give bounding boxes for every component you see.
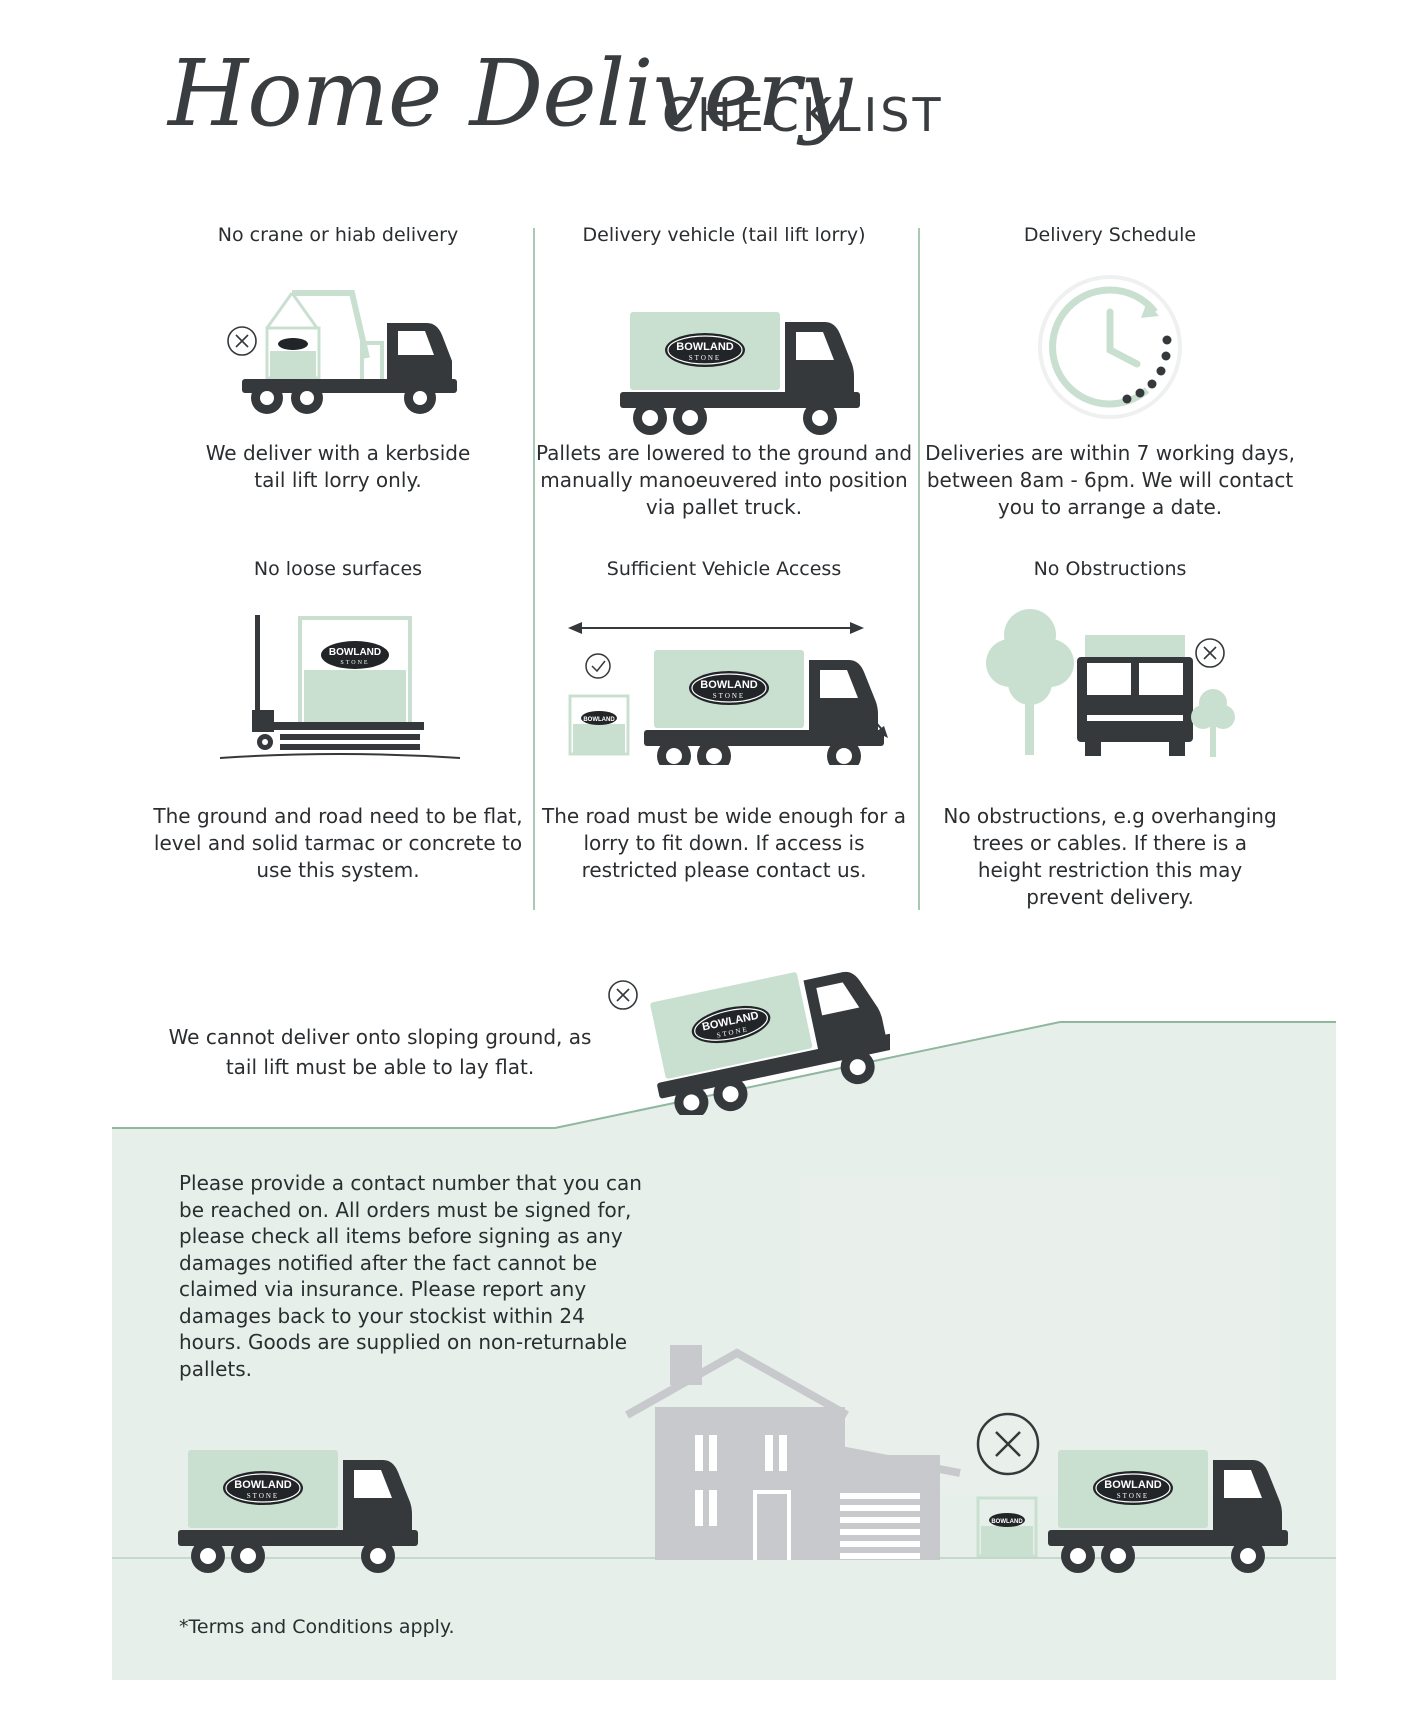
tail-lift-lorry-icon (620, 312, 860, 436)
column-divider (918, 228, 920, 910)
text-delivery-vehicle: Pallets are lowered to the ground and ma… (535, 441, 913, 519)
text-vehicle-access: The road must be wide enough for a lorry… (541, 804, 907, 882)
page-title-script: Home Delivery (168, 40, 852, 147)
contact-info-text: Please provide a contact number that you… (179, 1171, 642, 1381)
heading-vehicle-access: Sufficient Vehicle Access (606, 558, 842, 580)
house-icon (625, 1345, 961, 1560)
svg-text:STONE: STONE (340, 660, 369, 666)
heading-no-obstructions: No Obstructions (1033, 558, 1187, 580)
heading-delivery-vehicle: Delivery vehicle (tail lift lorry) (582, 224, 866, 246)
clock-icon (1038, 275, 1182, 419)
left-truck-icon (178, 1450, 419, 1574)
column-divider (533, 228, 535, 910)
heading-no-crane: No crane or hiab delivery (217, 224, 459, 246)
page-title-caps: CHECKLIST (662, 88, 944, 142)
obstructions-icon (986, 609, 1235, 757)
heading-no-loose-surfaces: No loose surfaces (253, 558, 423, 580)
blocked-bag-icon (976, 1412, 1040, 1558)
text-delivery-schedule: Deliveries are within 7 working days, be… (925, 441, 1295, 519)
svg-text:BOWLAND: BOWLAND (329, 647, 381, 658)
slope-warning-text: We cannot deliver onto sloping ground, a… (168, 1025, 592, 1079)
sloped-truck-icon (608, 965, 890, 1115)
pallet-truck-icon: BOWLAND STONE (220, 615, 460, 759)
vehicle-access-icon (568, 622, 888, 765)
terms-text: *Terms and Conditions apply. (179, 1616, 455, 1638)
text-no-crane: We deliver with a kerbside tail lift lor… (205, 441, 471, 492)
crane-truck-icon (227, 290, 457, 414)
right-truck-icon (1048, 1450, 1289, 1574)
heading-delivery-schedule: Delivery Schedule (1023, 224, 1197, 246)
slope-ground-illustration (112, 1021, 1336, 1680)
text-no-obstructions: No obstructions, e.g overhanging trees o… (943, 804, 1277, 909)
text-no-loose-surfaces: The ground and road need to be flat, lev… (153, 804, 523, 882)
